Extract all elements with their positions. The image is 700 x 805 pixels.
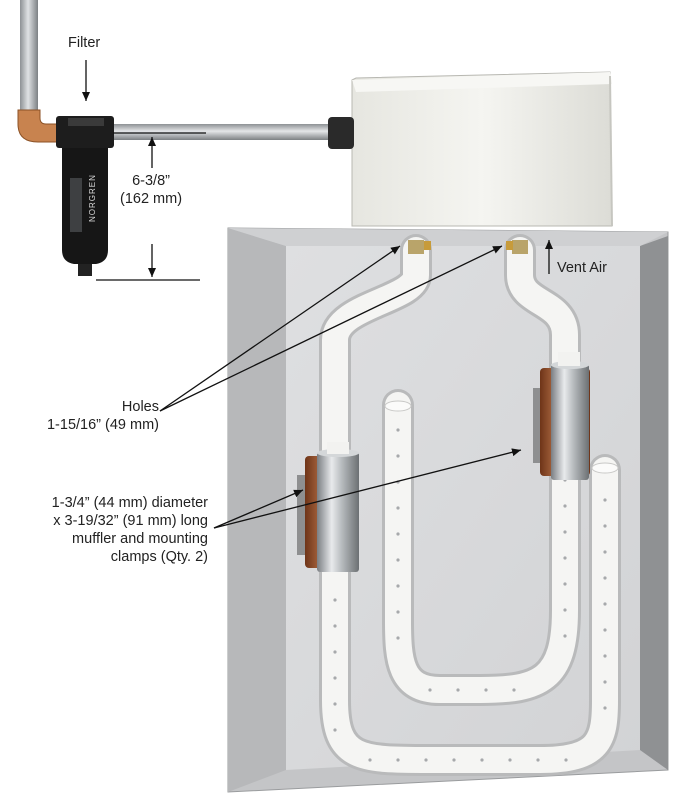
filter-label: Filter	[68, 35, 101, 51]
holes-label: Holes 1-15/16” (49 mm)	[44, 398, 159, 434]
vent-hole	[603, 654, 607, 658]
vent-hole	[603, 602, 607, 606]
muffler-line-2: x 3-19/32” (91 mm) long	[53, 513, 208, 529]
holes-size: 1-15/16” (49 mm)	[46, 417, 159, 433]
vent-hole	[603, 524, 607, 528]
vent-hole	[368, 758, 372, 762]
vertical-supply-pipe	[20, 0, 38, 116]
vent-hole	[396, 636, 400, 640]
vent-hole	[484, 688, 488, 692]
muffler-line-3: muffler and mounting	[72, 531, 208, 547]
vent-hole	[603, 550, 607, 554]
muffler-right	[533, 352, 590, 480]
filter-unit: NORGREN	[56, 116, 114, 276]
callout-arrows	[82, 60, 553, 529]
vent-hole	[333, 650, 337, 654]
vent-hole	[396, 558, 400, 562]
filter-bowl	[62, 148, 108, 264]
vent-hole	[563, 608, 567, 612]
horizontal-pipe	[110, 124, 332, 140]
copper-elbow	[17, 109, 59, 143]
air-supply-piping	[17, 0, 354, 149]
vent-hole	[333, 624, 337, 628]
vent-tubing	[319, 234, 621, 776]
vent-hole	[333, 728, 337, 732]
tube-right	[385, 237, 578, 703]
dimension-label: 6-3/8” (162 mm)	[120, 172, 182, 208]
vent-hole	[396, 532, 400, 536]
vent-hole	[603, 576, 607, 580]
muffler-left	[297, 442, 359, 572]
tube-open-end	[384, 400, 412, 412]
vent-hole	[428, 688, 432, 692]
panel-side-wall	[640, 236, 668, 770]
pipe-nut	[328, 117, 354, 149]
muffler-line-1: 1-3/4” (44 mm) diameter	[51, 495, 208, 511]
vent-hole	[396, 758, 400, 762]
vent-hole	[480, 758, 484, 762]
vent-hole	[452, 758, 456, 762]
tube-open-end	[591, 462, 619, 474]
vent-hole	[508, 758, 512, 762]
vent-hole	[456, 688, 460, 692]
vent-hole	[563, 634, 567, 638]
filter-drain	[78, 264, 92, 276]
vent-hole	[396, 584, 400, 588]
vent-hole	[563, 530, 567, 534]
vent-hole	[396, 428, 400, 432]
vent-hole	[396, 610, 400, 614]
vent-hole	[396, 454, 400, 458]
vent-hole	[603, 680, 607, 684]
vent-hole	[512, 688, 516, 692]
vent-hole	[424, 758, 428, 762]
vent-hole	[563, 504, 567, 508]
hole-fittings	[408, 240, 528, 254]
dimension-value-inches: 6-3/8”	[132, 173, 170, 189]
vent-hole	[536, 758, 540, 762]
muffler-leader-arrow-icon	[213, 489, 304, 529]
vent-hole	[563, 556, 567, 560]
vent-hole	[603, 706, 607, 710]
muffler-leader-arrow-icon	[213, 448, 522, 529]
vent-hole	[564, 758, 568, 762]
holes-title: Holes	[121, 399, 159, 415]
muffler-label: 1-3/4” (44 mm) diameter x 3-19/32” (91 m…	[8, 494, 208, 566]
muffler-line-4: clamps (Qty. 2)	[110, 549, 208, 565]
vent-hole	[333, 702, 337, 706]
holes-leader-arrow-icon	[159, 245, 401, 412]
filter-brand-logo: NORGREN	[88, 174, 97, 222]
vent-air-label: Vent Air	[557, 260, 607, 276]
dimension-value-mm: (162 mm)	[120, 191, 183, 207]
vent-hole	[563, 582, 567, 586]
vent-hole	[333, 676, 337, 680]
vent-hole	[603, 498, 607, 502]
tube-vent-holes	[333, 428, 607, 762]
panel-top-lip	[228, 228, 668, 246]
holes-leader-arrow-icon	[159, 245, 503, 412]
vent-hole	[396, 506, 400, 510]
vent-hole	[603, 628, 607, 632]
control-box	[351, 71, 613, 227]
dimension-lines	[96, 132, 206, 281]
tube-left	[322, 237, 618, 773]
vent-hole	[333, 598, 337, 602]
